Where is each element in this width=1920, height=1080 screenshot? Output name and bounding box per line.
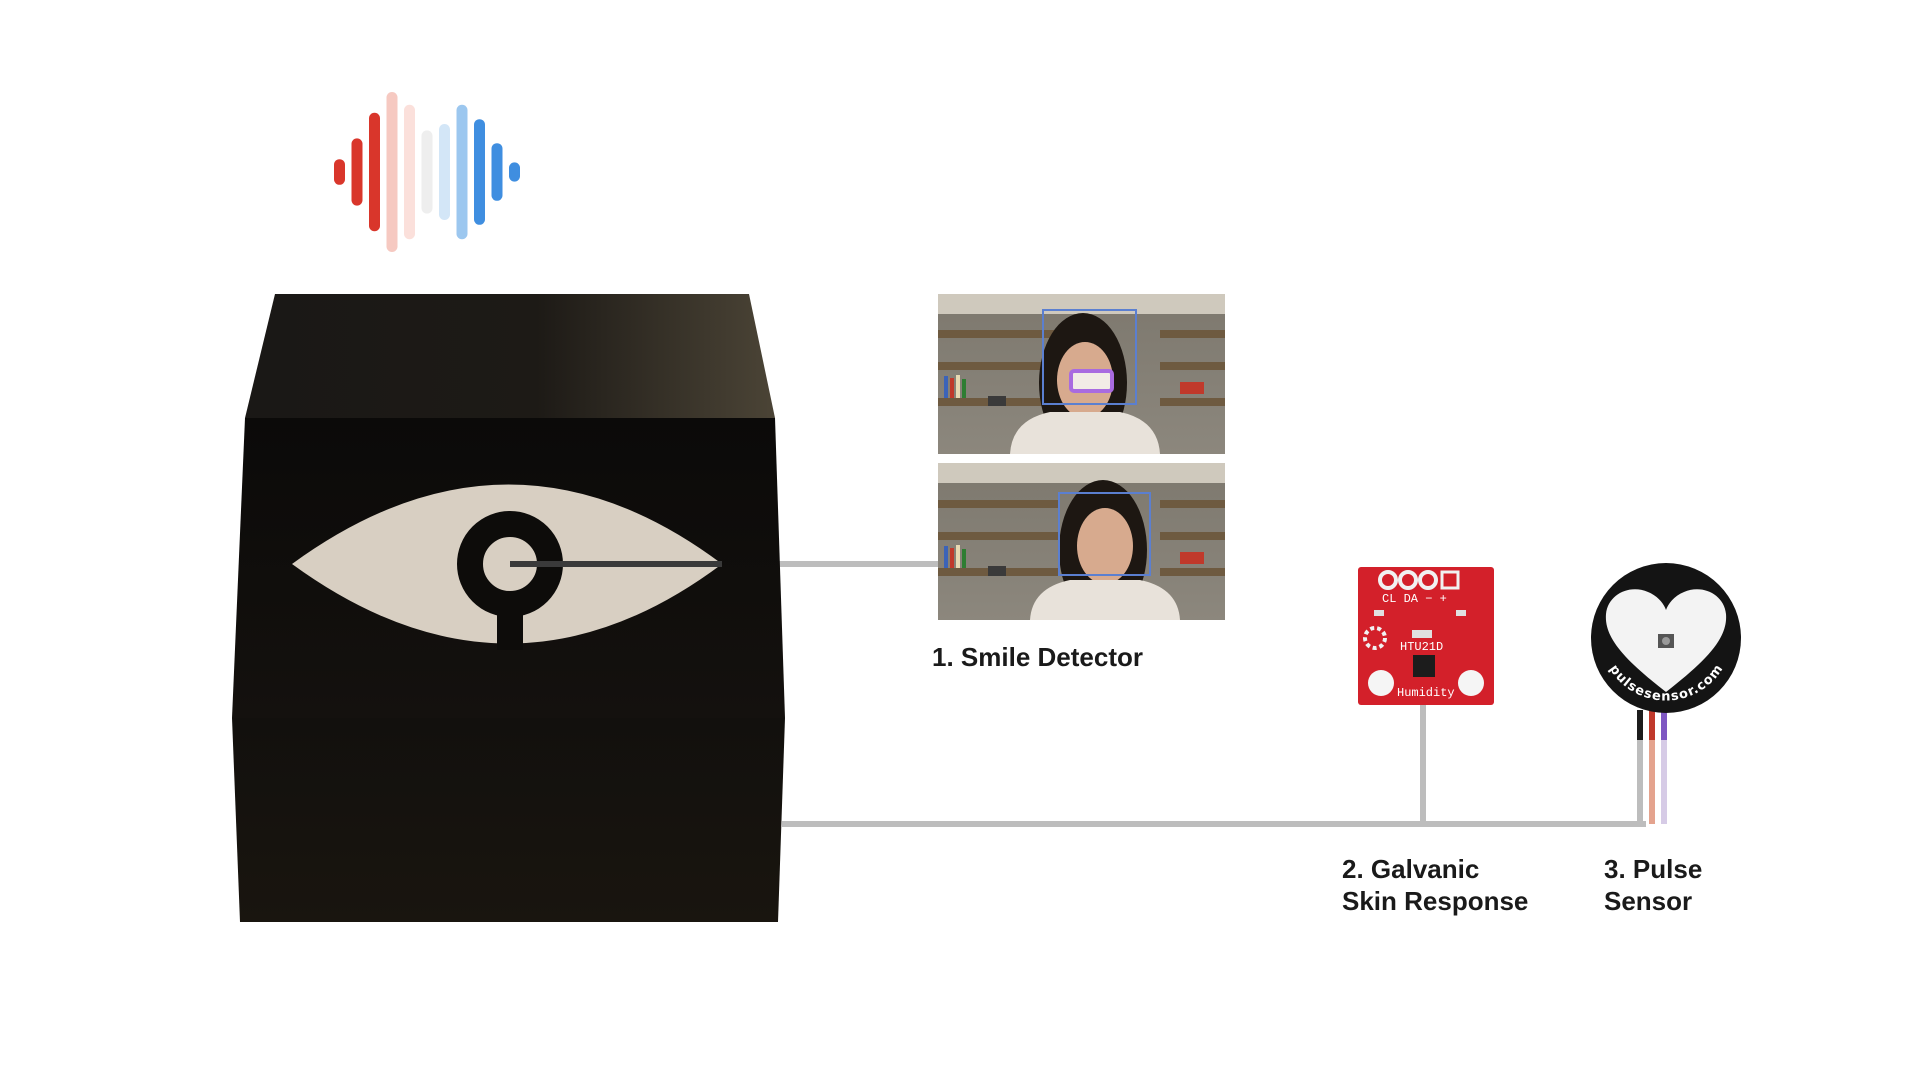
waveform-bar	[439, 124, 450, 220]
device-box-base	[232, 718, 785, 922]
pulse-label-line2: Sensor	[1604, 886, 1693, 916]
gsr-chip-label: HTU21D	[1400, 640, 1443, 654]
gsr-name-label: Humidity	[1397, 686, 1455, 700]
device-box	[232, 294, 785, 922]
waveform-bar	[509, 162, 520, 182]
waveform-bar	[404, 104, 415, 240]
gsr-label-line2: Skin Response	[1342, 886, 1529, 916]
gsr-chip	[1413, 655, 1435, 677]
pulse-label-line1: 3. Pulse	[1604, 854, 1703, 884]
smile-detector-frame-neutral	[938, 463, 1225, 620]
pulse-sensor: pulsesensor.com	[1591, 563, 1741, 824]
gsr-label-line1: 2. Galvanic	[1342, 854, 1480, 884]
waveform-bar	[421, 130, 433, 214]
gsr-pin-labels: CL DA − +	[1382, 592, 1447, 606]
audio-waveform-icon	[334, 92, 520, 252]
waveform-bar	[334, 159, 345, 185]
eye-icon	[292, 484, 722, 644]
gsr-label: 2. Galvanic Skin Response	[1342, 853, 1528, 917]
waveform-bar	[491, 143, 503, 201]
pulse-sensor-label: 3. Pulse Sensor	[1604, 853, 1702, 917]
device-box-top	[245, 294, 775, 418]
waveform-bar	[386, 92, 398, 252]
waveform-bar	[474, 119, 485, 225]
smile-detector-frame-smiling	[938, 294, 1225, 454]
waveform-bar	[369, 112, 380, 232]
waveform-bar	[456, 104, 468, 240]
waveform-bar	[351, 138, 363, 206]
gsr-sensor-board: CL DA − + HTU21D Humidity	[1358, 567, 1494, 705]
smile-detector-label: 1. Smile Detector	[932, 642, 1143, 672]
eye-pupil-stem	[497, 600, 523, 650]
